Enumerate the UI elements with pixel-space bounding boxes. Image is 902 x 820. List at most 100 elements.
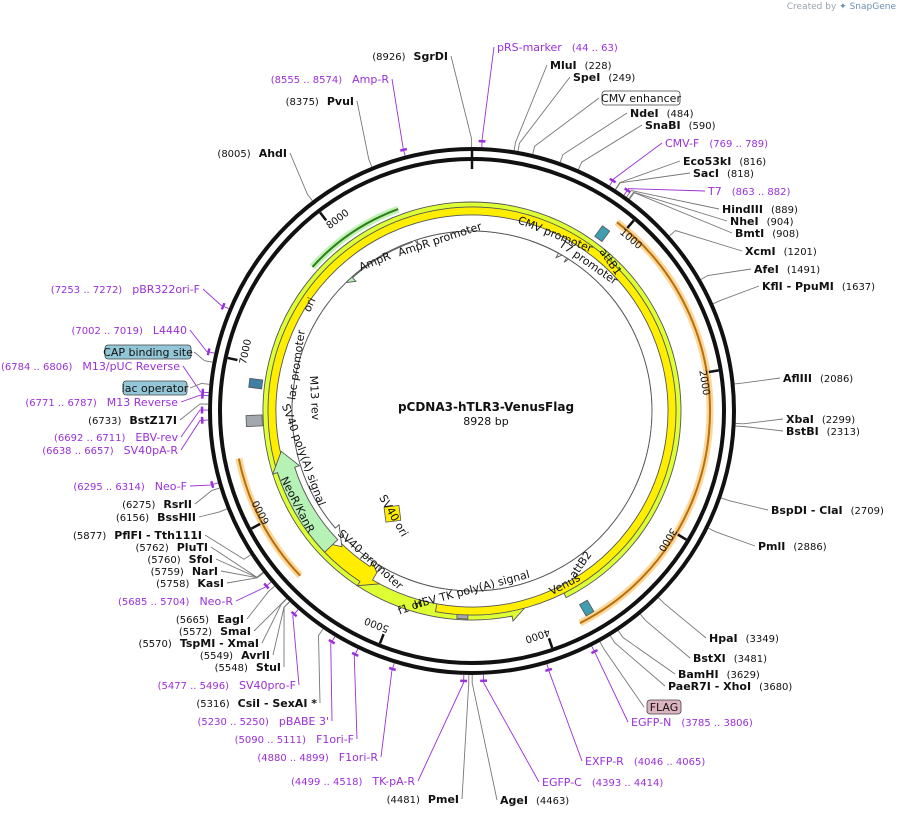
- site-kasi-name: KasI: [197, 577, 224, 590]
- site-nhei-position: (904): [767, 217, 794, 228]
- primer-neo-r-name: Neo-R: [199, 595, 233, 608]
- site-bsshii-label[interactable]: (6156)BssHII: [116, 511, 196, 524]
- site-sgrdi-label[interactable]: (8926)SgrDI: [372, 50, 448, 63]
- primer-neo-r-label[interactable]: (5685 .. 5704)Neo-R: [118, 595, 233, 608]
- site-ndei-label[interactable]: NdeI(484): [630, 107, 694, 120]
- primer-amp-r-label[interactable]: (8555 .. 8574)Amp-R: [271, 73, 390, 86]
- site-saci-name: SacI: [693, 167, 719, 180]
- site-xcmi-position: (1201): [784, 247, 817, 258]
- primer-m13-reverse-label[interactable]: (6771 .. 6787)M13 Reverse: [25, 396, 178, 409]
- primer-pbabe-3-name: pBABE 3': [279, 715, 329, 728]
- feature-attb2: [578, 599, 595, 617]
- site-pmli-position: (2886): [793, 542, 826, 553]
- site-pmei-label[interactable]: (4481)PmeI: [387, 793, 459, 806]
- boxed-lac-operator-box[interactable]: [122, 380, 188, 396]
- site-saci-label[interactable]: SacI(818): [693, 167, 754, 180]
- site-hindiii-label[interactable]: HindIII(889): [722, 203, 798, 216]
- primer-f1ori-r-label[interactable]: (4880 .. 4899)F1ori-R: [257, 751, 378, 764]
- site-kfli-ppumi-label[interactable]: KflI - PpuMI(1637): [762, 280, 875, 293]
- site-ndei-leader: [559, 112, 628, 163]
- primer-sv40pa-r-label[interactable]: (6638 .. 6657)SV40pA-R: [42, 444, 178, 457]
- site-bamhi-label[interactable]: BamHI(3629): [678, 668, 760, 681]
- primer-egfp-n-label[interactable]: EGFP-N(3785 .. 3806): [631, 716, 753, 729]
- site-nari-label[interactable]: (5759)NarI: [151, 565, 218, 578]
- site-pflfi-tth111i-position: (5877): [73, 531, 106, 542]
- site-agei-label[interactable]: AgeI(4463): [500, 794, 569, 807]
- site-avrii-label[interactable]: (5549)AvrII: [200, 649, 270, 662]
- site-bspdi-clai-leader: [721, 497, 769, 511]
- site-eco53ki-label[interactable]: Eco53kI(816): [683, 155, 766, 168]
- site-pmli-label[interactable]: PmlI(2886): [758, 540, 827, 553]
- boxed-cmv-enhancer-box[interactable]: [601, 90, 681, 106]
- primer-tk-pa-r-label[interactable]: (4499 .. 4518)TK-pA-R: [291, 775, 415, 788]
- site-nhei-label[interactable]: NheI(904): [730, 215, 794, 228]
- site-bspdi-clai-position: (2709): [851, 506, 884, 517]
- primer-prs-marker-label[interactable]: pRS-marker(44 .. 63): [497, 41, 618, 54]
- site-mlui-leader: [513, 64, 548, 151]
- boxed-flag-box[interactable]: [646, 699, 682, 715]
- site-bstz17i-name: BstZ17I: [129, 414, 177, 427]
- site-eagi-label[interactable]: (5665)EagI: [176, 613, 244, 626]
- primer-pbr322ori-f-label[interactable]: (7253 .. 7272)pBR322ori-F: [51, 283, 200, 296]
- primer-l4440-label[interactable]: (7002 .. 7019)L4440: [71, 324, 187, 337]
- site-hpai-label[interactable]: HpaI(3349): [709, 632, 779, 645]
- site-bstz17i-label[interactable]: (6733)BstZ17I: [88, 414, 177, 427]
- primer-m13-puc-reverse-leader: [182, 365, 209, 394]
- primer-f1ori-f-label[interactable]: (5090 .. 5111)F1ori-F: [235, 733, 354, 746]
- tick-mark-8000: [319, 211, 328, 222]
- site-ahdi-label[interactable]: (8005)AhdI: [217, 147, 287, 160]
- primer-sv40pro-f-name: SV40pro-F: [239, 679, 296, 692]
- site-pvui-label[interactable]: (8375)PvuI: [286, 95, 354, 108]
- site-xbai-name: XbaI: [786, 413, 814, 426]
- site-rsrii-name: RsrII: [163, 498, 192, 511]
- site-sfoi-name: SfoI: [189, 553, 213, 566]
- site-xbai-leader: [735, 418, 784, 425]
- primer-m13-puc-reverse-name: M13/pUC Reverse: [82, 360, 180, 373]
- site-kasi-label[interactable]: (5758)KasI: [156, 577, 224, 590]
- site-pflfi-tth111i-leader: [204, 534, 251, 560]
- site-pflfi-tth111i-label[interactable]: (5877)PflFI - Tth111I: [73, 529, 202, 542]
- site-sgrdi-leader: [450, 55, 473, 148]
- site-pmei-leader: [461, 674, 470, 800]
- primer-exfp-r-label[interactable]: EXFP-R(4046 .. 4065): [585, 755, 705, 768]
- site-snabi-label[interactable]: SnaBI(590): [645, 119, 716, 132]
- primer-pbabe-3-label[interactable]: (5230 .. 5250)pBABE 3': [198, 715, 330, 728]
- site-pluti-label[interactable]: (5762)PluTI: [135, 541, 208, 554]
- site-mlui-label[interactable]: MluI(228): [550, 59, 612, 72]
- site-avrii-position: (5549): [200, 651, 233, 662]
- primer-egfp-c-leader: [482, 674, 540, 783]
- site-bstbi-label[interactable]: BstBI(2313): [786, 425, 860, 438]
- site-afei-label[interactable]: AfeI(1491): [754, 263, 820, 276]
- site-sfoi-label[interactable]: (5760)SfoI: [147, 553, 213, 566]
- site-paer7i-xhoi-label[interactable]: PaeR7I - XhoI(3680): [668, 680, 792, 693]
- site-ndei-name: NdeI: [630, 107, 659, 120]
- site-csii-sexai-label[interactable]: (5316)CsiI - SexAI *: [196, 697, 317, 710]
- primer-egfp-c-label[interactable]: EGFP-C(4393 .. 4414): [542, 776, 663, 789]
- site-rsrii-label[interactable]: (6275)RsrII: [122, 498, 192, 511]
- primer-ebv-rev-label[interactable]: (6692 .. 6711)EBV-rev: [54, 431, 178, 444]
- site-smai-label[interactable]: (5572)SmaI: [179, 625, 251, 638]
- tick-label-8000: 8000: [325, 208, 352, 232]
- boxed-cap-binding-site-box[interactable]: [104, 344, 192, 360]
- site-xbai-label[interactable]: XbaI(2299): [786, 413, 855, 426]
- primer-t7-label[interactable]: T7(863 .. 882): [707, 185, 791, 198]
- site-kfli-ppumi-position: (1637): [842, 282, 875, 293]
- primer-sv40pro-f-label[interactable]: (5477 .. 5496)SV40pro-F: [158, 679, 296, 692]
- site-stui-label[interactable]: (5548)StuI: [215, 661, 281, 674]
- primer-m13-puc-reverse-label[interactable]: (6784 .. 6806)M13/pUC Reverse: [1, 360, 180, 373]
- site-bstxi-label[interactable]: BstXI(3481): [693, 652, 767, 665]
- site-afliii-label[interactable]: AflIII(2086): [783, 372, 853, 385]
- primer-cmv-f-label[interactable]: CMV-F(769 .. 789): [665, 137, 768, 150]
- site-spei-label[interactable]: SpeI(249): [573, 71, 635, 84]
- site-tspmi-xmai-label[interactable]: (5570)TspMI - XmaI: [139, 637, 259, 650]
- site-xcmi-label[interactable]: XcmI(1201): [745, 245, 817, 258]
- tick-mark-5000: [378, 633, 385, 644]
- site-bspdi-clai-label[interactable]: BspDI - ClaI(2709): [771, 504, 884, 517]
- tick-mark-6000: [250, 522, 261, 530]
- primer-neo-f-label[interactable]: (6295 .. 6314)Neo-F: [73, 480, 187, 493]
- primer-m13-reverse-name: M13 Reverse: [107, 396, 178, 409]
- site-bmti-label[interactable]: BmtI(908): [735, 227, 799, 240]
- tick-mark-4000: [547, 637, 554, 649]
- site-hpai-name: HpaI: [709, 632, 738, 645]
- site-bsshii-name: BssHII: [157, 511, 196, 524]
